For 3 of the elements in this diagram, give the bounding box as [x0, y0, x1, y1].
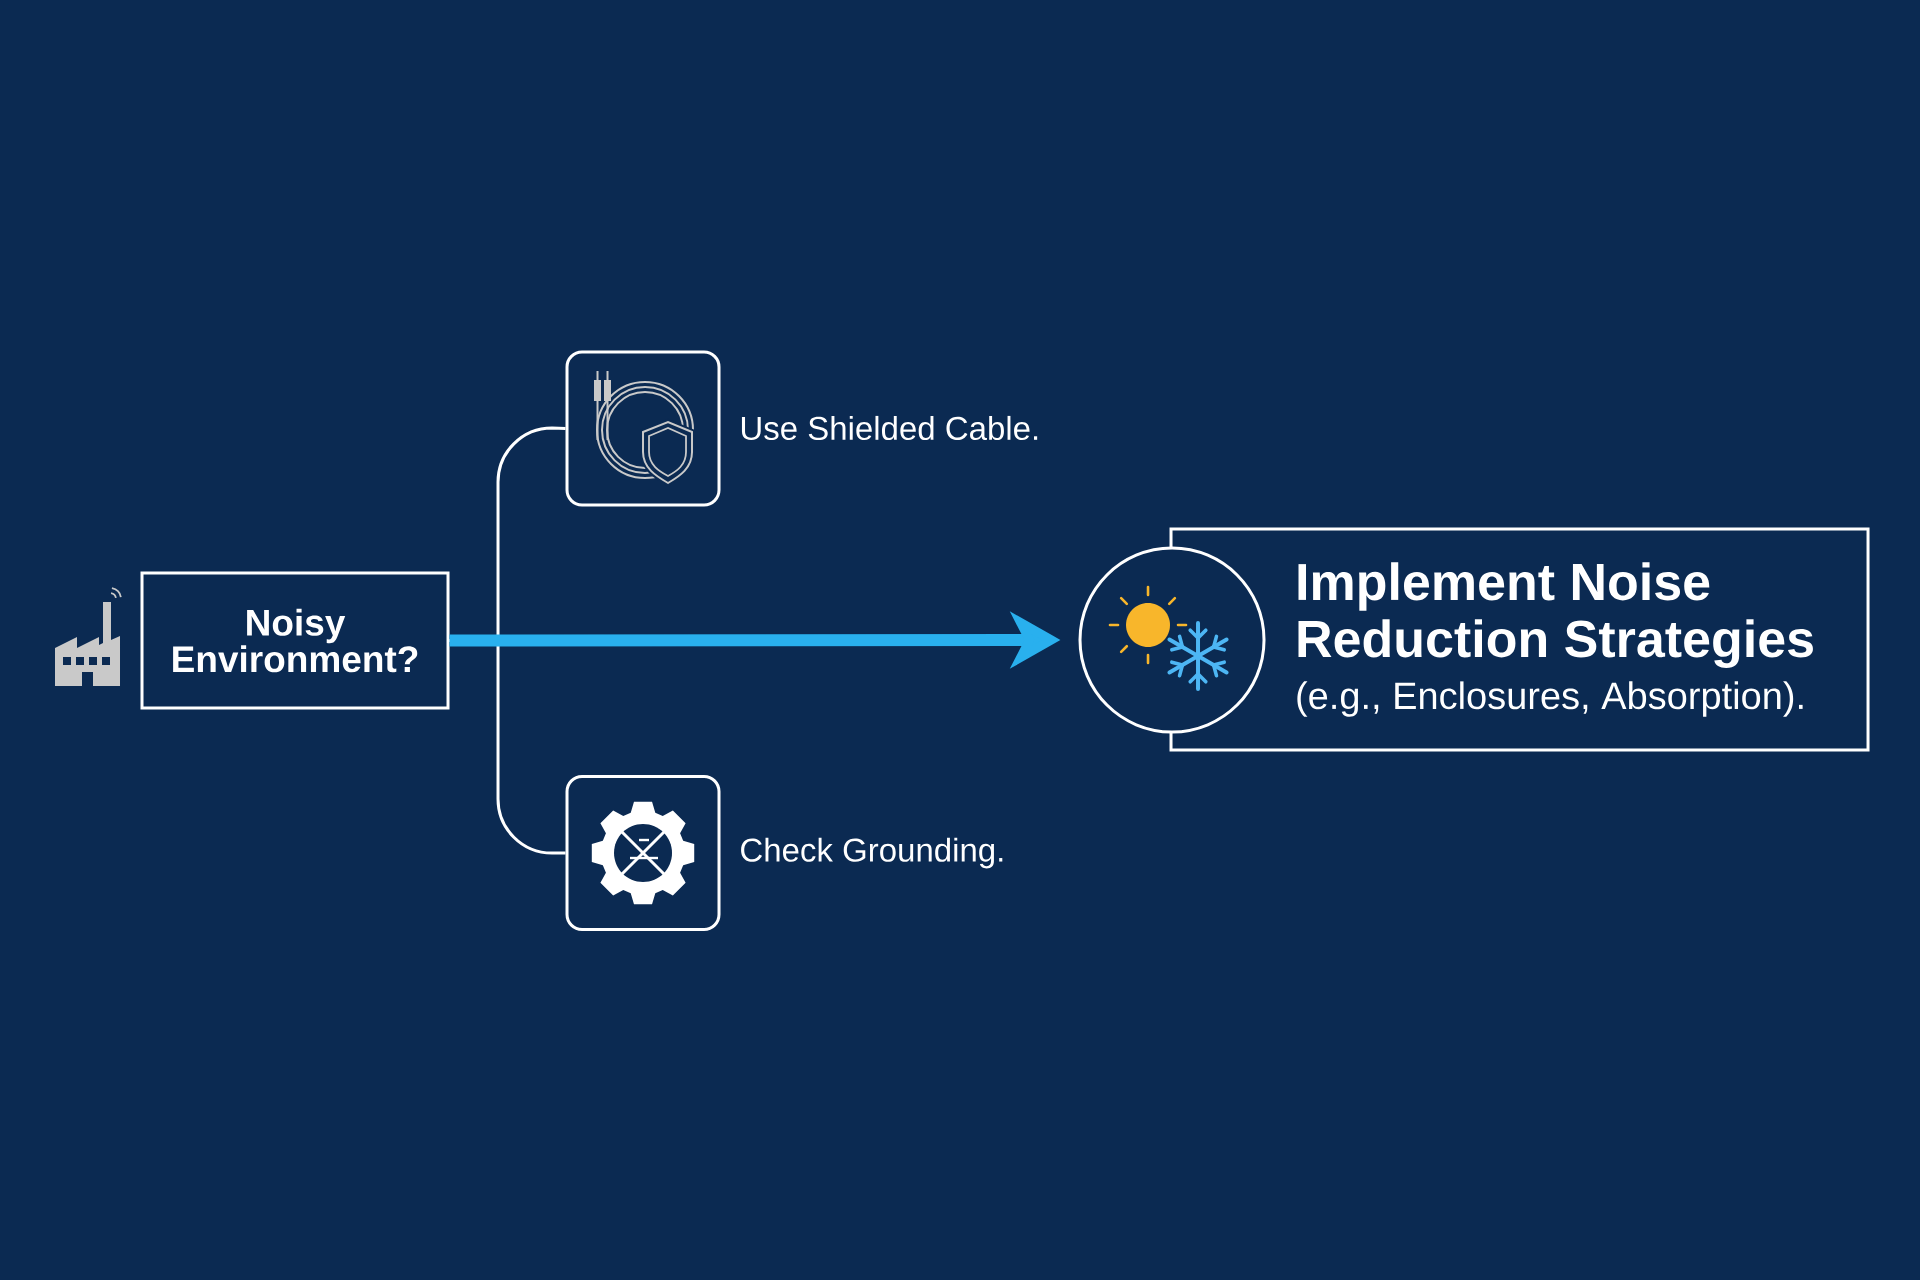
node-label: Check Grounding. [741, 837, 1003, 869]
question-box: Noisy Environment? [140, 571, 450, 710]
node-label: Use Shielded Cable. [741, 415, 1038, 441]
